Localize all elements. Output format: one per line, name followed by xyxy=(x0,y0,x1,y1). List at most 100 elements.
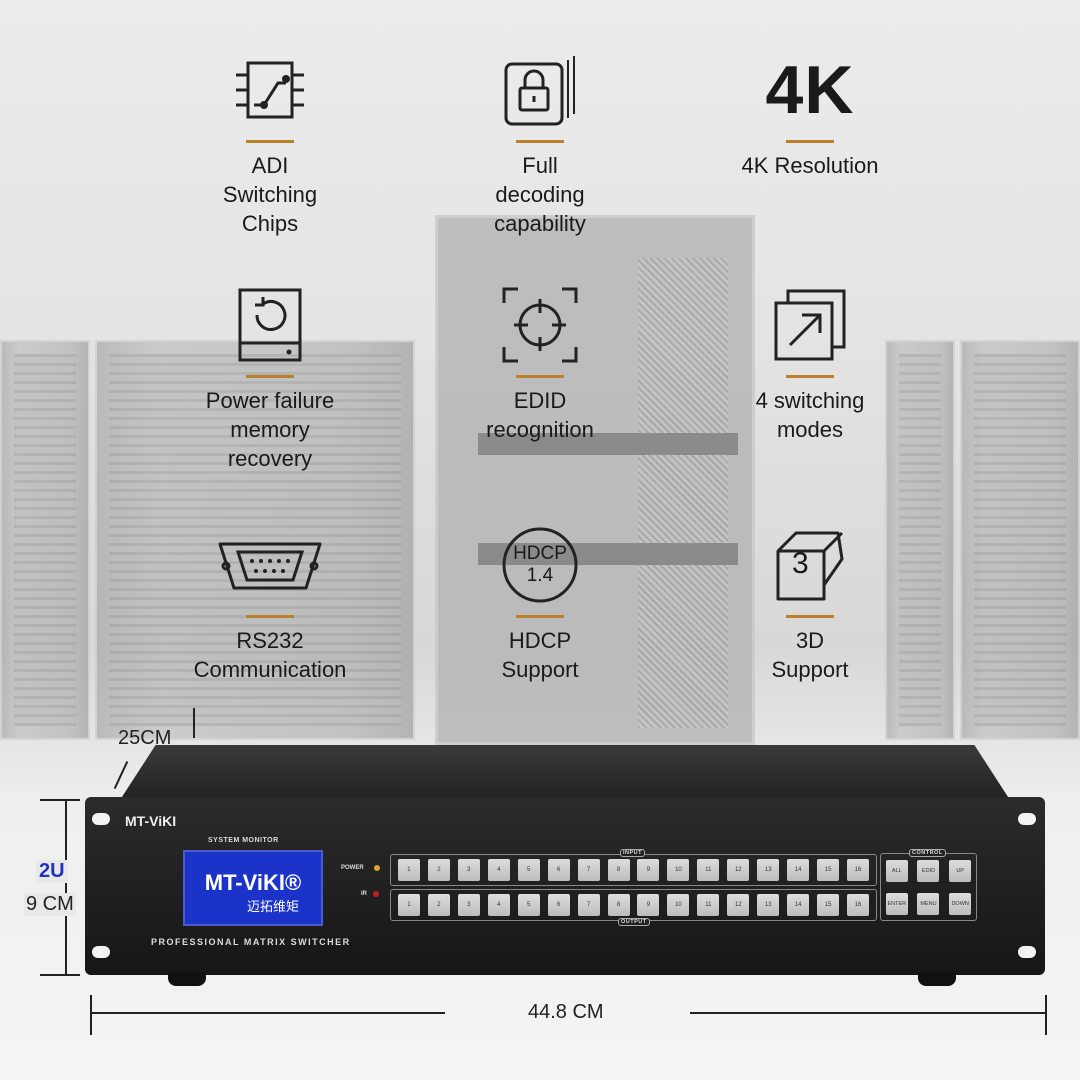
width-dimension-line xyxy=(690,1012,1045,1014)
device-foot xyxy=(168,972,206,986)
input-button-12[interactable]: 12 xyxy=(727,859,750,881)
enter-button[interactable]: ENTER xyxy=(885,892,908,915)
input-button-2[interactable]: 2 xyxy=(427,859,450,881)
power-label: POWER xyxy=(341,865,364,871)
feature-item: EDID recognition xyxy=(410,285,670,444)
input-button-7[interactable]: 7 xyxy=(577,859,600,881)
control-label: CONTROL xyxy=(909,849,946,857)
feature-label: ADI Switching Chips xyxy=(222,153,318,236)
output-button-11[interactable]: 11 xyxy=(697,894,720,916)
rack-ear-hole xyxy=(1018,946,1036,958)
accent-divider xyxy=(516,615,564,618)
dimension-line xyxy=(40,974,80,976)
output-button-9[interactable]: 9 xyxy=(637,894,660,916)
input-button-16[interactable]: 16 xyxy=(847,859,870,881)
height-dimension: 9 CM xyxy=(24,893,76,916)
feature-item: Full decoding capability xyxy=(410,50,670,238)
edid-button[interactable]: EDID xyxy=(917,859,940,882)
input-button-5[interactable]: 5 xyxy=(517,859,540,881)
db9-port-icon xyxy=(140,525,400,605)
device-foot xyxy=(918,972,956,986)
device-top xyxy=(120,745,1010,800)
feature-label: Full decoding capability xyxy=(494,153,586,236)
output-button-2[interactable]: 2 xyxy=(427,894,450,916)
rack-ear-hole xyxy=(92,813,110,825)
feature-item: 4K 4K Resolution xyxy=(680,50,940,180)
dimension-line xyxy=(90,995,92,1035)
dimension-line xyxy=(40,799,80,801)
accent-divider xyxy=(786,615,834,618)
feature-label: 4 switching modes xyxy=(755,388,865,442)
input-button-1[interactable]: 1 xyxy=(397,859,420,881)
4k-heading: 4K xyxy=(680,50,940,130)
lcd-screen: MT-ViKI® 迈拓维矩 xyxy=(183,850,323,926)
dimension-line xyxy=(1045,995,1047,1035)
input-button-6[interactable]: 6 xyxy=(547,859,570,881)
input-button-4[interactable]: 4 xyxy=(487,859,510,881)
output-button-15[interactable]: 15 xyxy=(817,894,840,916)
accent-divider xyxy=(246,615,294,618)
dimension-line xyxy=(113,760,129,790)
feature-item: ADI Switching Chips xyxy=(140,50,400,238)
rack-units-label: 2U xyxy=(36,860,68,883)
height-dimension-line xyxy=(65,800,67,975)
brand-logo: MT-ViKI xyxy=(125,813,177,829)
feature-item: RS232 Communication xyxy=(140,525,400,684)
switch-arrow-icon xyxy=(680,285,940,365)
feature-item: 4 switching modes xyxy=(680,285,940,444)
feature-label: 4K Resolution xyxy=(741,153,879,178)
icon-badge-text: HDCP 1.4 xyxy=(513,543,567,586)
bg-server-rack xyxy=(960,340,1080,740)
all-button[interactable]: ALL xyxy=(885,859,908,882)
input-button-8[interactable]: 8 xyxy=(607,859,630,881)
input-button-11[interactable]: 11 xyxy=(697,859,720,881)
input-button-9[interactable]: 9 xyxy=(637,859,660,881)
input-button-13[interactable]: 13 xyxy=(757,859,780,881)
input-button-14[interactable]: 14 xyxy=(787,859,810,881)
output-button-16[interactable]: 16 xyxy=(847,894,870,916)
output-button-10[interactable]: 10 xyxy=(667,894,690,916)
menu-button[interactable]: MENU xyxy=(917,892,940,915)
lock-icon xyxy=(410,50,670,130)
bg-server-rack xyxy=(0,340,90,740)
accent-divider xyxy=(516,140,564,143)
down-button[interactable]: DOWN xyxy=(949,892,972,915)
ir-led xyxy=(373,891,379,897)
input-button-3[interactable]: 3 xyxy=(457,859,480,881)
output-button-6[interactable]: 6 xyxy=(547,894,570,916)
output-label: OUTPUT xyxy=(618,918,650,926)
output-button-8[interactable]: 8 xyxy=(607,894,630,916)
feature-label: EDID recognition xyxy=(486,388,594,442)
accent-divider xyxy=(246,140,294,143)
target-icon xyxy=(410,285,670,365)
input-button-10[interactable]: 10 xyxy=(667,859,690,881)
ir-label: IR xyxy=(361,891,367,897)
up-button[interactable]: UP xyxy=(949,859,972,882)
lcd-brand: MT-ViKI® xyxy=(204,870,302,895)
output-button-5[interactable]: 5 xyxy=(517,894,540,916)
output-button-4[interactable]: 4 xyxy=(487,894,510,916)
4k-heading-text: 4K xyxy=(765,52,855,128)
power-led xyxy=(374,865,380,871)
output-button-14[interactable]: 14 xyxy=(787,894,810,916)
input-label: INPUT xyxy=(620,849,645,857)
width-dimension: 44.8 CM xyxy=(528,1001,604,1023)
output-button-7[interactable]: 7 xyxy=(577,894,600,916)
output-button-3[interactable]: 3 xyxy=(457,894,480,916)
rack-ear-hole xyxy=(1018,813,1036,825)
output-button-1[interactable]: 1 xyxy=(397,894,420,916)
feature-label: 3D Support xyxy=(771,628,849,682)
device-subtitle: PROFESSIONAL MATRIX SWITCHER xyxy=(151,937,351,947)
feature-label: RS232 Communication xyxy=(193,628,347,682)
feature-label: HDCP Support xyxy=(501,628,579,682)
feature-item: Power failure memory recovery xyxy=(140,285,400,473)
output-button-13[interactable]: 13 xyxy=(757,894,780,916)
input-button-15[interactable]: 15 xyxy=(817,859,840,881)
depth-dimension: 25CM xyxy=(118,727,172,749)
feature-label: Power failure memory recovery xyxy=(205,388,335,471)
output-button-12[interactable]: 12 xyxy=(727,894,750,916)
